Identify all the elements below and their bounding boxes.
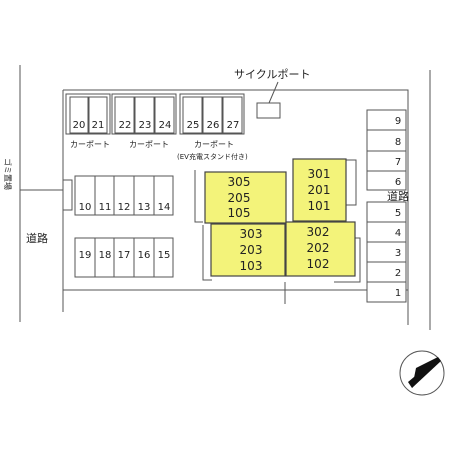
parking-column-right: 9 8 7 6 5 4 3 2 1 xyxy=(366,109,407,303)
slot-number: 13 xyxy=(138,202,151,213)
unit-number: 202 xyxy=(307,241,330,255)
building-303-103: 303 203 103 xyxy=(210,223,286,277)
unit-number: 201 xyxy=(308,183,331,197)
slot-number: 23 xyxy=(139,120,152,131)
building-outline xyxy=(202,225,212,281)
garbage-label: ゴミ置場 xyxy=(3,158,13,190)
slot-number: 17 xyxy=(118,250,131,261)
carport-group-3: 25 26 27 xyxy=(179,93,245,135)
building-305-105: 305 205 105 xyxy=(204,171,287,224)
parking-slot xyxy=(114,96,135,134)
cycle-port xyxy=(256,102,281,119)
road-label-left: 道路 xyxy=(26,231,48,245)
building-block xyxy=(210,223,286,277)
parking-slot xyxy=(134,96,155,134)
parking-row-frame xyxy=(74,237,174,278)
parking-row-frame xyxy=(74,175,174,216)
slot-number: 6 xyxy=(395,177,401,188)
slot-number: 16 xyxy=(138,250,151,261)
slot-number: 10 xyxy=(79,202,92,213)
slot-number: 15 xyxy=(158,250,171,261)
slot-number: 8 xyxy=(395,137,401,148)
slot-number: 27 xyxy=(227,120,240,131)
unit-number: 301 xyxy=(308,167,331,181)
slot-number: 1 xyxy=(395,288,401,299)
carport-label-1: カーポート xyxy=(70,140,110,149)
parking-slot xyxy=(182,96,203,134)
slot-number: 9 xyxy=(395,116,401,127)
slot-number: 11 xyxy=(99,202,112,213)
north-arrow-icon xyxy=(399,350,445,396)
unit-number: 203 xyxy=(240,243,263,257)
parking-row-bottom: 19 18 17 16 15 xyxy=(74,237,174,278)
garbage-area xyxy=(62,179,73,211)
building-block xyxy=(292,158,347,222)
carport-group-1: 20 21 xyxy=(65,93,111,135)
site-boundary-top-right xyxy=(63,89,409,325)
unit-number: 103 xyxy=(240,259,263,273)
building-302-102: 302 202 102 xyxy=(285,221,356,277)
slot-number: 25 xyxy=(187,120,200,131)
building-outline xyxy=(346,159,357,206)
slot-number: 5 xyxy=(395,208,401,219)
unit-number: 105 xyxy=(228,206,251,220)
parking-column-frame-top xyxy=(366,109,407,191)
slot-number: 18 xyxy=(99,250,112,261)
carport-label-2: カーポート xyxy=(129,140,169,149)
unit-number: 303 xyxy=(240,227,263,241)
carport-group-2: 22 23 24 xyxy=(111,93,177,135)
parking-slot xyxy=(88,96,108,134)
cycle-port-leader xyxy=(268,81,279,104)
building-outline xyxy=(334,237,361,283)
slot-number: 22 xyxy=(119,120,132,131)
unit-number: 205 xyxy=(228,191,251,205)
building-block xyxy=(285,221,356,277)
parking-column-frame-bottom xyxy=(366,201,407,303)
cycle-port-label: サイクルポート xyxy=(234,68,310,81)
building-block xyxy=(204,171,287,224)
unit-number: 102 xyxy=(307,257,330,271)
slot-number: 3 xyxy=(395,248,401,259)
slot-number: 4 xyxy=(395,228,401,239)
slot-number: 12 xyxy=(118,202,131,213)
parking-slot xyxy=(202,96,223,134)
parking-row-middle: 10 11 12 13 14 xyxy=(74,175,174,216)
ev-charging-note: (EV充電スタンド付き) xyxy=(177,152,248,161)
unit-number: 305 xyxy=(228,175,251,189)
slot-number: 21 xyxy=(92,120,105,131)
slot-number: 24 xyxy=(159,120,172,131)
parking-slot xyxy=(154,96,175,134)
slot-number: 14 xyxy=(158,202,171,213)
unit-number: 302 xyxy=(307,225,330,239)
parking-slot xyxy=(69,96,89,134)
unit-number: 101 xyxy=(308,199,331,213)
road-label-right: 道路 xyxy=(387,189,409,203)
slot-number: 7 xyxy=(395,157,401,168)
slot-number: 19 xyxy=(79,250,92,261)
slot-number: 2 xyxy=(395,268,401,279)
building-301-101: 301 201 101 xyxy=(292,158,347,222)
parking-slot xyxy=(222,96,243,134)
slot-number: 20 xyxy=(73,120,86,131)
carport-label-3: カーポート xyxy=(194,140,234,149)
building-outline xyxy=(194,170,203,223)
slot-number: 26 xyxy=(207,120,220,131)
